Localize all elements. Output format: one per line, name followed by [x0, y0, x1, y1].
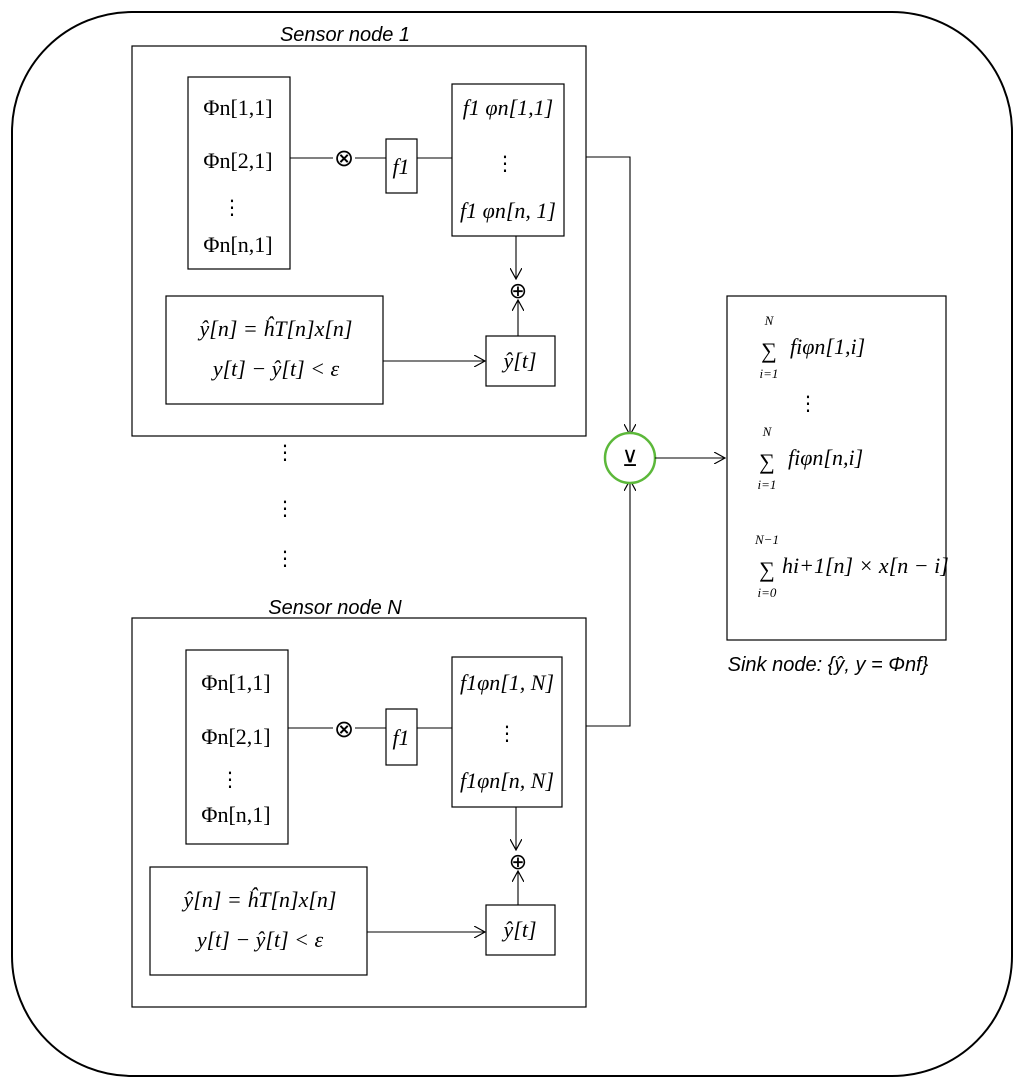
sink-node-box: [726, 295, 947, 641]
coeff-label: f1: [392, 725, 409, 750]
sensor-node-n: Sensor node N Φn[1,1] Φn[2,1] ⋮ Φn[n,1] …: [131, 597, 587, 1008]
product-entry: ⋮: [497, 721, 517, 745]
estimate-box: [165, 295, 384, 405]
coeff-box: [385, 138, 418, 194]
product-entry: f1φn[1, N]: [460, 670, 554, 695]
product-entry: f1 φn[n, 1]: [460, 198, 556, 223]
sum3-expr: hi+1[n] × x[n − i]: [782, 553, 949, 578]
phi-entry: Φn[1,1]: [203, 95, 272, 120]
combiner-symbol: ⊻: [622, 446, 638, 471]
phi-entry: Φn[2,1]: [203, 148, 272, 173]
phi-entry: ⋮: [222, 195, 242, 219]
sensor-node-1-title: Sensor node 1: [280, 24, 410, 46]
sum2-lower: i=1: [758, 477, 777, 492]
products-box: [451, 656, 563, 808]
between-nodes-dots: ⋮: [275, 496, 295, 520]
estimate-box: [149, 866, 368, 976]
phi-entry: Φn[2,1]: [201, 724, 270, 749]
between-nodes-dots: ⋮: [275, 546, 295, 570]
sum2-expr: fiφn[n,i]: [788, 445, 863, 470]
sum3-lower: i=0: [758, 585, 777, 600]
estimate-output: ŷ[t]: [502, 917, 537, 942]
products-box: [451, 83, 565, 237]
product-entry: f1 φn[1,1]: [463, 95, 553, 120]
phi-entry: Φn[n,1]: [203, 232, 272, 257]
combiner: ⊻: [603, 431, 657, 485]
sum3-upper: N−1: [754, 532, 779, 547]
phi-entry: ⋮: [220, 767, 240, 791]
sum2-upper: N: [762, 424, 773, 439]
estimate-output-box: [485, 335, 556, 387]
coeff-box: [385, 708, 418, 766]
sensor-node-1: Sensor node 1 Φn[1,1] Φn[2,1] ⋮ Φn[n,1] …: [131, 24, 587, 437]
product-entry: f1φn[n, N]: [460, 768, 554, 793]
sum2-sigma-icon: ∑: [759, 449, 775, 474]
sum1-expr: fiφn[1,i]: [790, 334, 865, 359]
sensor-node-n-title: Sensor node N: [268, 597, 402, 619]
estimate-line: ŷ[n] = ĥT[n]x[n]: [182, 887, 337, 912]
product-entry: ⋮: [495, 151, 515, 175]
sum1-upper: N: [764, 313, 775, 328]
between-nodes-dots: ⋮: [275, 440, 295, 464]
coeff-label: f1: [392, 154, 409, 179]
multiplier-icon: ⊗: [334, 145, 354, 172]
phi-entry: Φn[1,1]: [201, 670, 270, 695]
outer-frame: [11, 11, 1013, 1077]
sink-node-caption: Sink node: {ŷ, y = Φnf}: [728, 654, 929, 676]
estimate-output-box: [485, 904, 556, 956]
sum3-sigma-icon: ∑: [759, 557, 775, 582]
sink-node: N ∑ i=1 fiφn[1,i] ⋮ N ∑ i=1 fiφn[n,i] N−…: [726, 295, 949, 676]
multiplier-icon: ⊗: [334, 716, 354, 743]
estimate-line: y[t] − ŷ[t] < ε: [195, 927, 324, 952]
estimate-line: ŷ[n] = ĥT[n]x[n]: [198, 316, 353, 341]
estimate-line: y[t] − ŷ[t] < ε: [211, 356, 340, 381]
adder-icon: ⊕: [509, 278, 527, 303]
sink-mid-dots: ⋮: [798, 391, 818, 415]
adder-icon: ⊕: [509, 849, 527, 874]
sum1-lower: i=1: [760, 366, 779, 381]
phi-entry: Φn[n,1]: [201, 802, 270, 827]
sum1-sigma-icon: ∑: [761, 338, 777, 363]
phi-column-box: [185, 649, 289, 845]
phi-column-box: [187, 76, 291, 270]
estimate-output: ŷ[t]: [502, 348, 537, 373]
